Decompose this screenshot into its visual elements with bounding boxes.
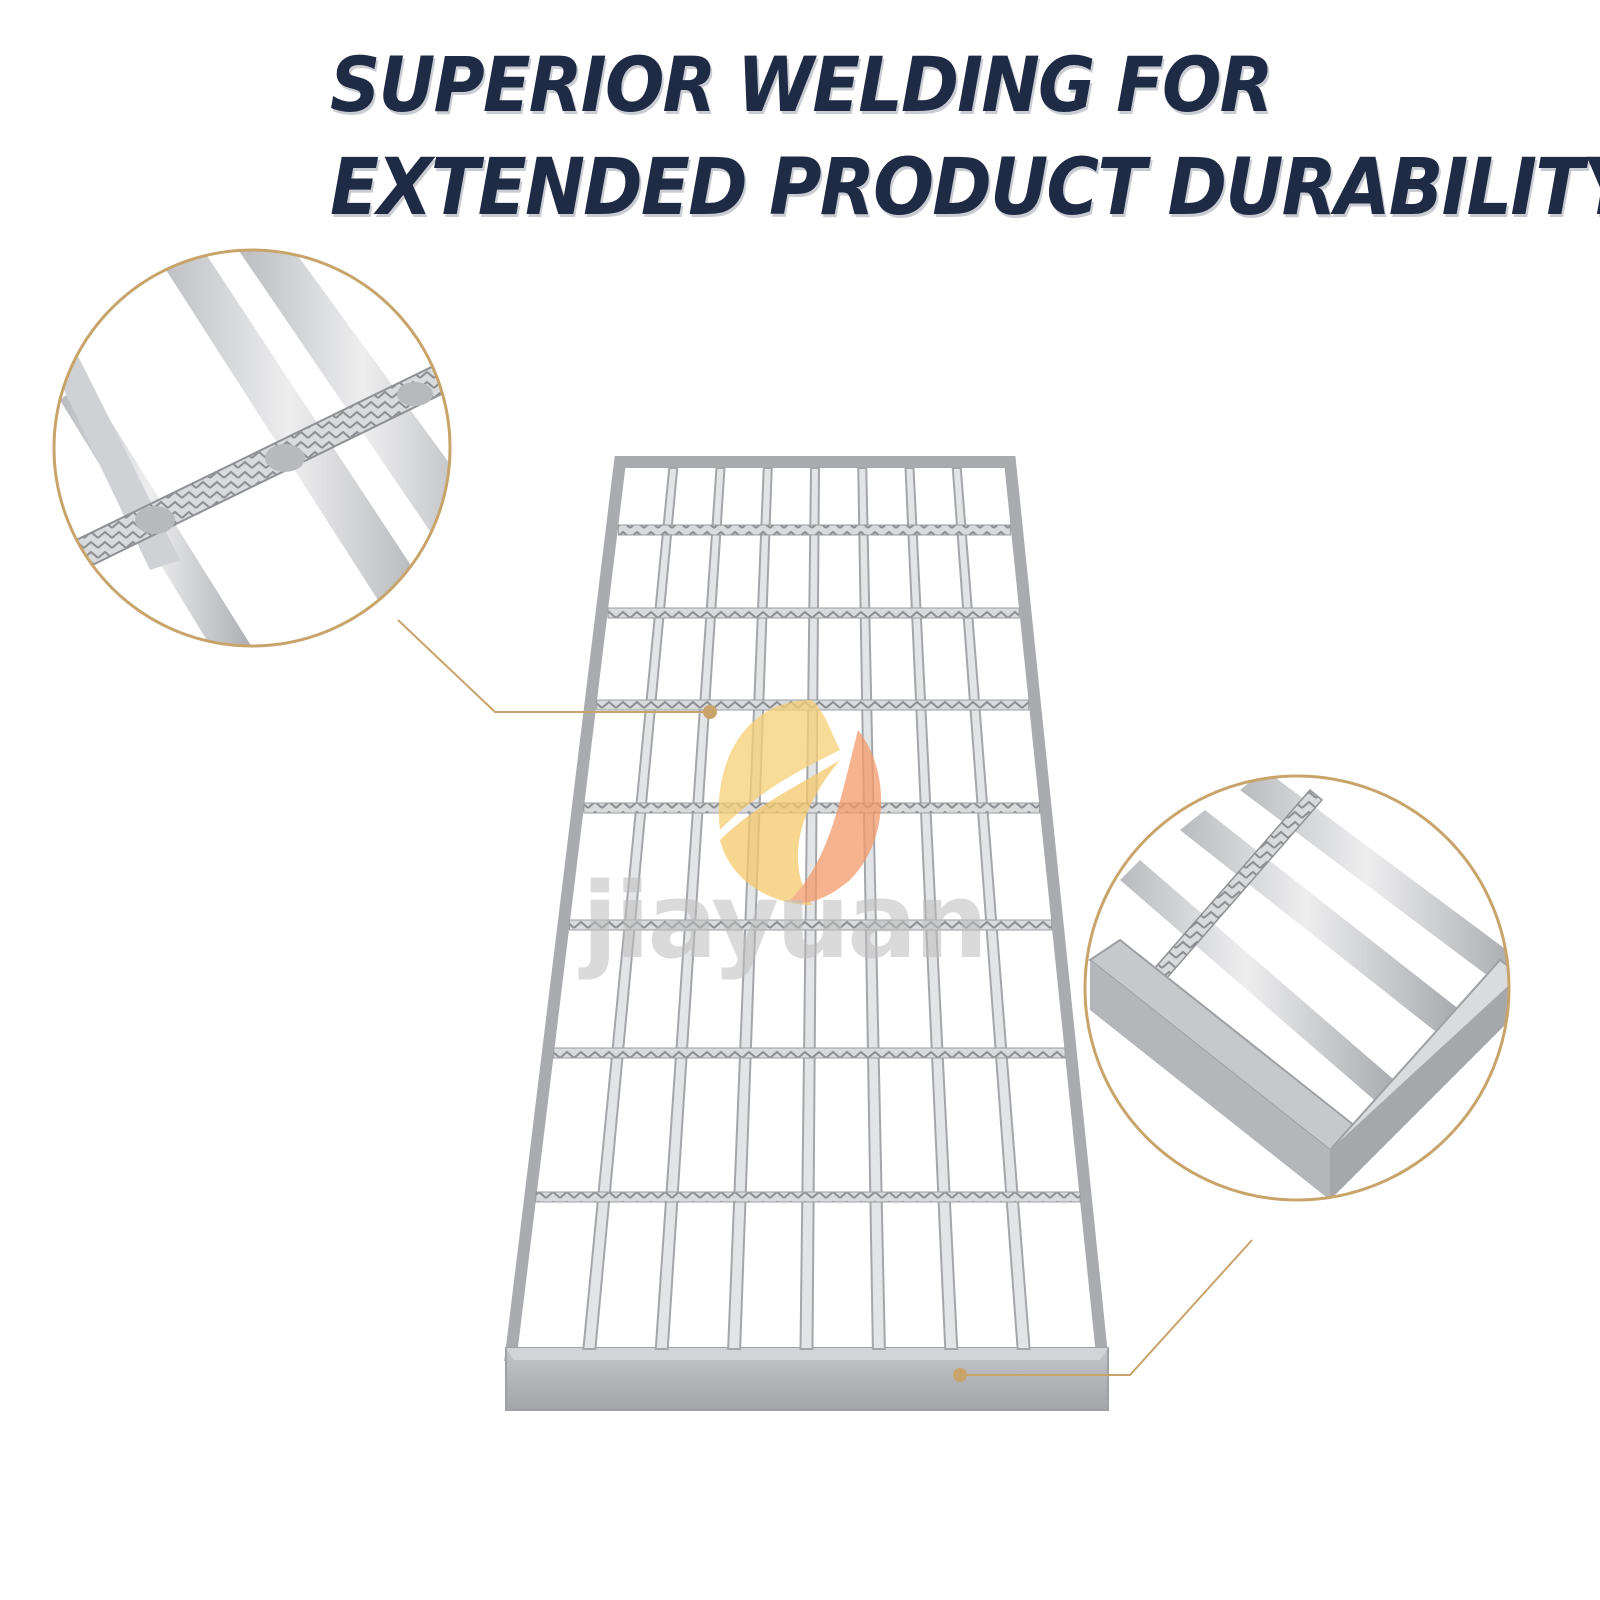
edge-point-marker — [953, 1368, 967, 1382]
callout-connectors — [397, 619, 1253, 1382]
cross-bar — [553, 1047, 1066, 1059]
weld-closeup-circle — [52, 248, 452, 648]
bearing-bars — [582, 467, 1031, 1350]
cross-bar — [583, 802, 1041, 814]
watermark-logo-icon — [718, 700, 882, 905]
headline-line-2: EXTENDED PRODUCT DURABILITY — [330, 143, 1600, 233]
headline-line-1: SUPERIOR WELDING FOR — [330, 40, 1273, 129]
cross-bar — [617, 524, 1011, 536]
edge-closeup-circle — [1083, 774, 1511, 1202]
cross-bar — [568, 919, 1053, 931]
cross-bar — [607, 607, 1020, 619]
cross-bar — [535, 1191, 1081, 1203]
watermark-text: jiayuan — [582, 860, 988, 982]
weld-point-marker — [703, 705, 717, 719]
